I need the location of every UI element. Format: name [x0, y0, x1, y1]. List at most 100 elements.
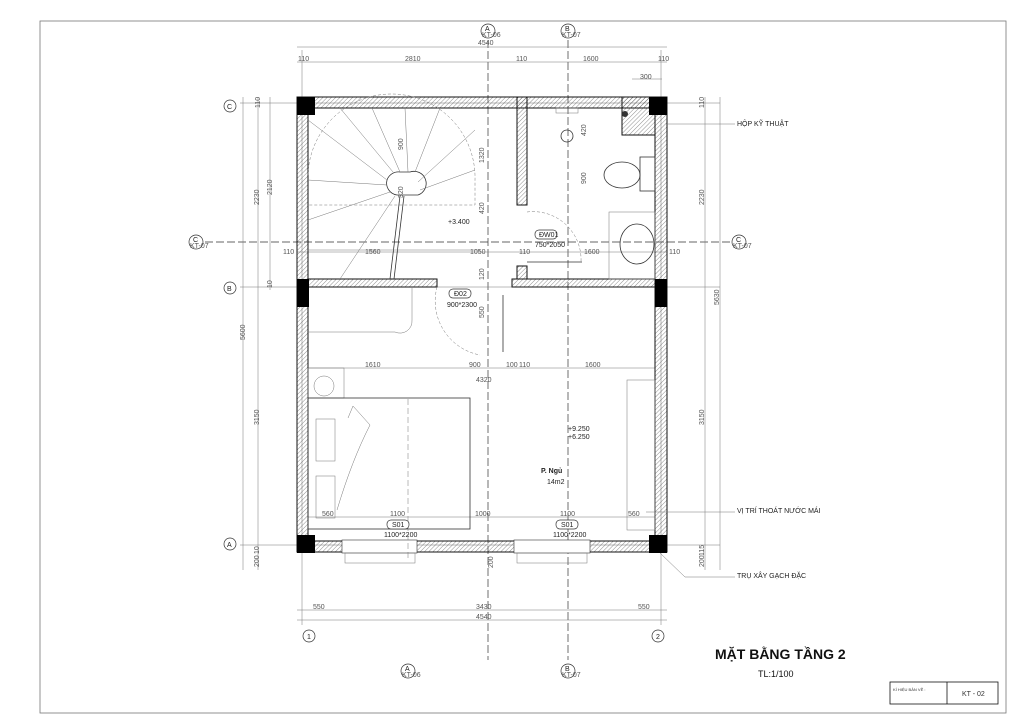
window-tag-s01: S01	[561, 522, 574, 529]
dim-top-small: 300	[640, 74, 652, 81]
dim-left: 3150	[254, 409, 261, 425]
dim-left: 10	[267, 280, 274, 288]
level-room-top: +9.250	[568, 426, 590, 433]
dim-top-total: 4540	[478, 40, 494, 47]
callout-pillar: TRỤ XÂY GẠCH ĐẶC	[737, 571, 806, 580]
section-marker-c-right: CKT-07	[731, 234, 752, 250]
washbasin-icon	[619, 223, 655, 265]
walls	[296, 96, 668, 564]
dim-mid: 1050	[470, 249, 486, 256]
dim-left: 2120	[267, 179, 274, 195]
dim-left: 200	[254, 555, 261, 567]
door-tag-dw01: ĐW01	[539, 232, 559, 239]
dim-misc: 550	[479, 306, 486, 318]
dim-stair: 1320	[479, 147, 486, 163]
section-marker-b-top: BKT-07	[560, 23, 581, 39]
level-stair: +3.400	[448, 219, 470, 226]
bedroom-furniture	[307, 286, 656, 560]
svg-text:B: B	[565, 666, 570, 673]
window-tag-s01: S01	[392, 522, 405, 529]
svg-text:B: B	[565, 26, 570, 33]
door-tag-d02: Đ02	[454, 291, 467, 298]
callout-shaft: HỘP KỸ THUẬT	[737, 119, 789, 128]
dim-right: 3150	[699, 409, 706, 425]
dim-left: 110	[255, 97, 262, 108]
svg-text:KT-07: KT-07	[562, 672, 581, 679]
svg-text:KT-07: KT-07	[562, 32, 581, 39]
dim-stair: 320	[398, 186, 405, 198]
dim-top: 2810	[405, 56, 421, 63]
dim-left: 10	[254, 546, 261, 554]
svg-text:KT-07: KT-07	[733, 243, 752, 250]
drawing-title: MẶT BẰNG TẦNG 2	[715, 645, 846, 662]
dim-top: 1600	[583, 56, 599, 63]
dim-right: 200	[699, 555, 706, 567]
dim-bottom-row: 560	[322, 511, 334, 518]
dim-wc: 420	[581, 124, 588, 136]
dim-room: 900	[469, 362, 481, 369]
dim-bottom-row: 1100	[560, 511, 575, 518]
dim-mid: 1600	[584, 249, 600, 256]
dim-right: 5630	[714, 289, 721, 305]
dim-left: 5600	[240, 324, 247, 340]
bathroom-fixtures	[526, 107, 656, 280]
dim-room: 1610	[365, 362, 381, 369]
bed	[307, 397, 471, 530]
svg-text:A: A	[405, 666, 410, 673]
sheet-code: KT - 02	[962, 691, 985, 698]
spiral-stair	[307, 93, 480, 280]
grid-label-c: C	[227, 104, 232, 111]
dim-bottom-total: 4540	[476, 614, 492, 621]
dim-top: 110	[298, 56, 309, 63]
drawing-scale: TL:1/100	[758, 669, 794, 679]
svg-text:A: A	[485, 26, 490, 33]
title-block: KÍ HIỆU BẢN VẼ : KT - 02	[889, 681, 999, 705]
door-size-dw01: 750*2050	[535, 242, 565, 249]
dim-bottom: 550	[638, 604, 650, 611]
dim-misc: 110	[669, 249, 680, 256]
dim-bottom-row: 560	[628, 511, 640, 518]
callout-drain: VỊ TRÍ THOÁT NƯỚC MÁI	[737, 506, 821, 515]
section-marker-a-bottom: AKT-06	[400, 663, 421, 679]
dim-right: 2230	[699, 189, 706, 205]
door-tags: ĐW01 750*2050 Đ02 900*2300 S01 1100*2200…	[384, 229, 586, 539]
dimension-lines	[242, 46, 721, 621]
room-name: P. Ngủ	[541, 468, 562, 475]
svg-text:KT-06: KT-06	[482, 32, 501, 39]
section-marker-b-bottom: BKT-07	[560, 663, 581, 679]
level-room-bottom: +6.250	[568, 434, 590, 441]
dim-stair: 900	[398, 138, 405, 150]
dim-right: 110	[699, 97, 706, 108]
fan-icon	[313, 375, 335, 397]
dim-room: 1600	[585, 362, 601, 369]
dim-mid: 1560	[365, 249, 381, 256]
grid-bubbles: C B A 1 2	[223, 99, 665, 643]
dim-top: 110	[516, 56, 527, 63]
dim-bottom: 550	[313, 604, 325, 611]
dim-misc: 200	[488, 556, 495, 568]
room-area: 14m2	[547, 479, 565, 486]
section-marker-c-left: CKT-07	[188, 234, 209, 250]
dim-mid: 110	[519, 249, 530, 256]
section-marker-a-top: AKT-06	[480, 23, 501, 39]
door-size-d02: 900*2300	[447, 302, 477, 309]
grid-label-1: 1	[307, 634, 311, 641]
dim-top: 110	[658, 56, 669, 63]
dim-bottom: 3430	[476, 604, 492, 611]
dim-bottom-row: 1100	[390, 511, 405, 518]
dim-right: 115	[699, 545, 706, 556]
svg-text:C: C	[736, 237, 741, 244]
columns	[297, 97, 667, 553]
window-size-s01: 1100*2200	[384, 532, 417, 539]
svg-text:C: C	[193, 237, 198, 244]
dim-room-total: 4320	[476, 377, 492, 384]
dim-room: 100	[506, 362, 518, 369]
window-size-s01: 1100*2200	[553, 532, 586, 539]
toilet-icon	[603, 161, 641, 189]
svg-text:KT-07: KT-07	[190, 243, 209, 250]
dim-stair: 120	[479, 268, 486, 280]
sheet-frame	[39, 20, 1007, 714]
dim-wc: 900	[581, 172, 588, 184]
grid-label-a: A	[227, 542, 232, 549]
